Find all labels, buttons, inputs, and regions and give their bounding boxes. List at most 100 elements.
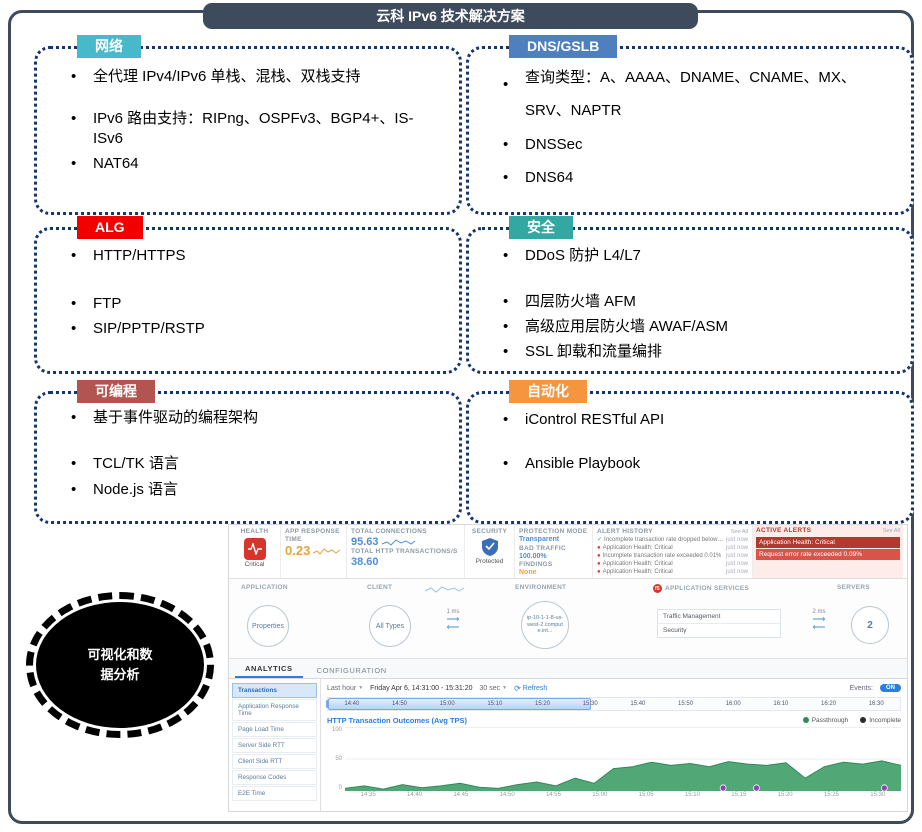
active-alert-item: Application Health: Critical <box>756 537 900 548</box>
bullet-item: Node.js 语言 <box>69 480 441 500</box>
tab-configuration[interactable]: CONFIGURATION <box>316 666 387 675</box>
protection-mode-value: Transparent <box>519 536 560 543</box>
alert-history-row: ● Application Health: Critical just now <box>597 544 748 552</box>
client-all-types-node[interactable]: All Types <box>369 605 411 647</box>
alert-history-row: ● Application Health: Critical just now <box>597 560 748 568</box>
alert-dot-icon: ● <box>597 561 601 567</box>
legend-item-passthrough[interactable]: Passthrough <box>802 717 848 724</box>
timeline-drag-handle[interactable] <box>326 700 329 708</box>
box-label-network: 网络 <box>77 35 141 58</box>
active-alerts-see-all-link[interactable]: See All <box>882 528 900 534</box>
bad-traffic-value: 100.00% <box>519 552 547 560</box>
timeline-tick: 16:00 <box>725 701 741 707</box>
timeline-tick: 15:50 <box>678 701 694 707</box>
alert-history-title: ALERT HISTORY <box>597 528 653 535</box>
alert-time: just now <box>725 561 748 567</box>
environment-node[interactable]: ip-10-1-1-8-us-west-2.compute.int... <box>521 601 569 649</box>
security-title: SECURITY <box>471 528 508 535</box>
range-dropdown[interactable]: Last hour ▼ <box>327 685 363 692</box>
chart-header: HTTP Transaction Outcomes (Avg TPS) Pass… <box>327 715 901 725</box>
servers-count-node[interactable]: 2 <box>851 606 889 644</box>
transaction-chart: 100 50 0 <box>327 727 901 791</box>
right-arrow-icon: ⟶ <box>812 614 826 624</box>
application-services-list: Traffic Management Security <box>657 609 781 638</box>
sidebar-item-server-side-rtt[interactable]: Server Side RTT <box>232 738 317 753</box>
legend-dot-icon <box>860 717 867 723</box>
check-icon: ✓ <box>597 537 603 543</box>
sparkline-icon <box>381 539 415 546</box>
refresh-button[interactable]: ⟳ Refresh <box>514 684 547 693</box>
connections-cell: TOTAL CONNECTIONS 95.63 TOTAL HTTP TRANS… <box>347 525 465 578</box>
box-label-alg: ALG <box>77 216 143 239</box>
server-latency-label: 2 ms <box>812 609 826 615</box>
bullet-item: 查询类型：A、AAAA、DNAME、CNAME、MX、SRV、NAPTR <box>501 61 893 127</box>
legend-item-incomplete[interactable]: Incomplete <box>860 717 901 724</box>
sidebar-item-transactions[interactable]: Transactions <box>232 683 317 698</box>
interval-dropdown[interactable]: 30 sec ▼ <box>480 685 508 692</box>
bullet-item: FTP <box>69 294 441 314</box>
visualization-ellipse: 可视化和数据分析 <box>26 592 214 738</box>
time-controls: Last hour ▼ Friday Apr 6, 14:31:00 - 15:… <box>327 681 901 695</box>
box-label-automation: 自动化 <box>509 380 587 403</box>
events-toggle[interactable]: ON <box>880 684 901 692</box>
sidebar-item-e2e-time[interactable]: E2E Time <box>232 786 317 801</box>
event-markers[interactable] <box>719 784 888 791</box>
page-title: 云科 IPv6 技术解决方案 <box>376 8 525 24</box>
service-item-traffic-management[interactable]: Traffic Management <box>663 613 721 620</box>
sidebar-item-application-response-time[interactable]: Application Response Time <box>232 699 317 721</box>
application-properties-node[interactable]: Properties <box>247 605 289 647</box>
bullet-item: DDoS 防护 L4/L7 <box>501 246 893 266</box>
refresh-label: Refresh <box>522 684 548 692</box>
x-tick: 14:35 <box>360 792 376 798</box>
x-tick: 15:15 <box>731 792 747 798</box>
alert-history-row: ● Incomplete transaction rate exceeded 0… <box>597 552 748 560</box>
analytics-dashboard: HEALTH Critical APP RESPONSE TIME 0.23 T… <box>228 524 908 812</box>
x-tick: 15:10 <box>684 792 700 798</box>
health-status: Critical <box>244 561 265 568</box>
sidebar-item-response-codes[interactable]: Response Codes <box>232 770 317 785</box>
server-latency-arrows: 2 ms ⟶ ⟵ <box>795 609 843 632</box>
bullet-list: iControl RESTful API Ansible Playbook <box>469 394 911 474</box>
visualization-ellipse-fill: 可视化和数据分析 <box>36 602 204 728</box>
topology-header-label: APPLICATION SERVICES <box>665 585 750 592</box>
bullet-item: SSL 卸载和流量编排 <box>501 342 893 362</box>
health-cell: HEALTH Critical <box>229 525 281 578</box>
chart-legend: Passthrough Incomplete <box>802 717 901 724</box>
sparkline-icon <box>313 548 341 555</box>
sidebar-item-page-load-time[interactable]: Page Load Time <box>232 722 317 737</box>
interval-value: 30 sec <box>479 684 501 692</box>
x-tick: 15:25 <box>823 792 839 798</box>
bullet-list: 全代理 IPv4/IPv6 单栈、混栈、双栈支持 IPv6 路由支持：RIPng… <box>37 49 459 174</box>
sidebar-item-client-side-rtt[interactable]: Client Side RTT <box>232 754 317 769</box>
bullet-item: Ansible Playbook <box>501 454 893 474</box>
service-item-security[interactable]: Security <box>658 623 780 637</box>
metric-sidebar: Transactions Application Response Time P… <box>229 679 321 811</box>
alert-text: Application Health: Critical <box>602 569 673 575</box>
bullet-item: HTTP/HTTPS <box>69 246 441 266</box>
timeline-selection[interactable] <box>326 698 592 710</box>
tab-analytics[interactable]: ANALYTICS <box>235 660 303 678</box>
chevron-down-icon: ▼ <box>502 685 508 691</box>
timeline-scrubber[interactable]: 14:40 14:50 15:00 15:10 15:20 15:30 15:4… <box>326 697 901 711</box>
alert-history-see-all-link[interactable]: See All <box>730 529 748 535</box>
topology-header-environment: ENVIRONMENT <box>515 584 567 591</box>
f5-logo-icon: f5 <box>653 584 662 593</box>
bullet-item: 基于事件驱动的编程架构 <box>69 408 441 428</box>
app-response-time-cell: APP RESPONSE TIME 0.23 <box>281 525 347 578</box>
y-tick: 50 <box>335 756 342 762</box>
alert-dot-icon: ● <box>597 545 601 551</box>
y-tick: 100 <box>331 727 342 733</box>
bullet-list: 基于事件驱动的编程架构 TCL/TK 语言 Node.js 语言 <box>37 394 459 500</box>
timeline-tick: 16:20 <box>821 701 837 707</box>
feature-box-automation: 自动化 iControl RESTful API Ansible Playboo… <box>466 380 914 524</box>
alert-time: just now <box>725 569 748 575</box>
active-alerts-title: ACTIVE ALERTS <box>756 527 812 534</box>
total-transactions-label: TOTAL HTTP TRANSACTIONS/S <box>351 548 458 555</box>
chart-x-axis: 14:35 14:40 14:45 14:50 14:55 15:00 15:0… <box>345 792 901 798</box>
range-value: Last hour <box>327 684 357 692</box>
bullet-item: SIP/PPTP/RSTP <box>69 319 441 339</box>
visualization-label: 可视化和数据分析 <box>87 647 153 682</box>
security-cell: SECURITY Protected <box>465 525 515 578</box>
x-tick: 15:00 <box>592 792 608 798</box>
timeline-tick: 14:40 <box>344 701 360 707</box>
